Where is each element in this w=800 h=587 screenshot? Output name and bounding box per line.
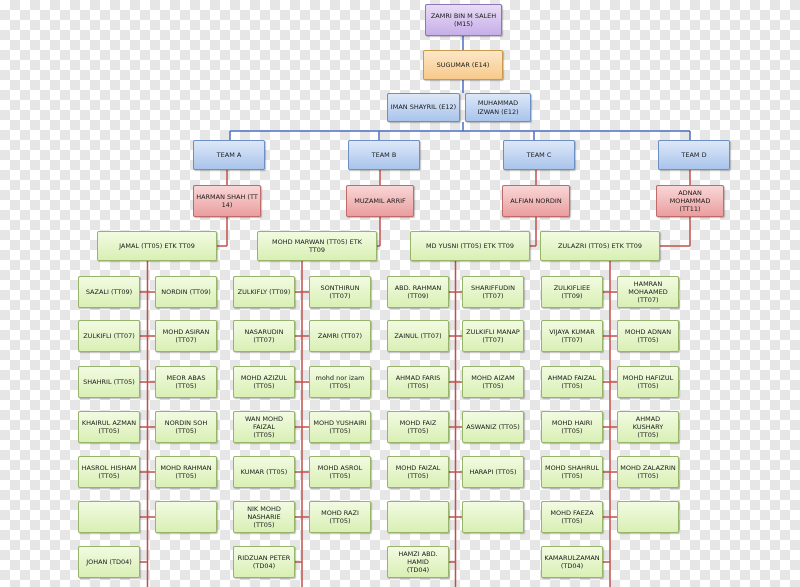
member-box: SHAHRIL (TT05) (78, 366, 140, 398)
team-leader-box: ADNAN MOHAMMAD (TT11) (656, 185, 724, 217)
team-leader-box: ALFIAN NORDIN (502, 185, 570, 217)
member-box (617, 501, 679, 533)
member-box: ABD. RAHMAN (TT09) (387, 276, 449, 308)
member-box: ZULKIFLY (TT09) (233, 276, 295, 308)
supervisor-box: JAMAL (TT05) ETK TT09 (97, 231, 217, 261)
member-box (462, 501, 524, 533)
member-box (387, 501, 449, 533)
member-box: HAMRAN MOHAAMED (TT07) (617, 276, 679, 308)
member-box: MOHD RAZI (TT05) (309, 501, 371, 533)
assistant-box: MUHAMMAD IZWAN (E12) (465, 93, 531, 122)
member-box: MEOR ABAS (TT05) (155, 366, 217, 398)
member-box: ZULKIFLI (TT07) (78, 320, 140, 352)
ceo-box: ZAMRI BIN M SALEH (M15) (425, 4, 502, 36)
member-box: SAZALI (TT09) (78, 276, 140, 308)
member-box: MOHD HAFIZUL (TT05) (617, 366, 679, 398)
member-box: ZAMRI (TT07) (309, 320, 371, 352)
manager-box: SUGUMAR (E14) (423, 50, 503, 80)
member-box: MOHD FAIZAL (TT05) (387, 456, 449, 488)
team-box: TEAM B (348, 140, 420, 170)
member-box: MOHD AZIZUL (TT05) (233, 366, 295, 398)
supervisor-box: MOHD MARWAN (TT05) ETK TT09 (257, 231, 377, 261)
member-box: MOHD ASROL (TT05) (309, 456, 371, 488)
member-box: MOHD FAIZ (TT05) (387, 411, 449, 443)
member-box: MOHD YUSHAIRI (TT05) (309, 411, 371, 443)
member-box: ASWANIZ (TT05) (462, 411, 524, 443)
member-box: MOHD ADNAN (TT05) (617, 320, 679, 352)
member-box: mohd nor izam (TT05) (309, 366, 371, 398)
member-box: MOHD AIZAM (TT05) (462, 366, 524, 398)
member-box: NASARUDIN (TT07) (233, 320, 295, 352)
member-box: MOHD SHAHRUL (TT05) (541, 456, 603, 488)
member-box: HASROL HISHAM (TT05) (78, 456, 140, 488)
member-box: MOHD ZALAZRIN (TT05) (617, 456, 679, 488)
member-box (155, 501, 217, 533)
member-box: SHARIFFUDIN (TT07) (462, 276, 524, 308)
member-box: AHMAD KUSHARY (TT05) (617, 411, 679, 443)
member-box: WAN MOHD FAIZAL (TT05) (233, 411, 295, 443)
member-box: AHMAD FAIZAL (TT05) (541, 366, 603, 398)
member-box: RIDZUAN PETER (TD04) (233, 546, 295, 578)
member-box: HARAPI (TT05) (462, 456, 524, 488)
member-box: ZULKIFLIEE (TT09) (541, 276, 603, 308)
member-box: VIJAYA KUMAR (TT07) (541, 320, 603, 352)
member-box: NIK MOHD NASHARIE (TT05) (233, 501, 295, 533)
team-box: TEAM A (193, 140, 265, 170)
member-box: ZULKIFLI MANAP (TT07) (462, 320, 524, 352)
team-leader-box: MUZAMIL ARRIF (346, 185, 414, 217)
team-box: TEAM D (658, 140, 730, 170)
member-box: MOHD FAEZA (TT05) (541, 501, 603, 533)
member-box: MOHD HAIRI (TT05) (541, 411, 603, 443)
member-box (78, 501, 140, 533)
member-box: ZAINUL (TT07) (387, 320, 449, 352)
member-box: MOHD RAHMAN (TT05) (155, 456, 217, 488)
member-box: KHAIRUL AZMAN (TT05) (78, 411, 140, 443)
assistant-box: IMAN SHAYRIL (E12) (387, 93, 460, 122)
member-box: JOHAN (TD04) (78, 546, 140, 578)
team-leader-box: HARMAN SHAH (TT 14) (193, 185, 261, 217)
member-box: NORDIN SOH (TT05) (155, 411, 217, 443)
member-box: NORDIN (TT09) (155, 276, 217, 308)
member-box: AHMAD FARIS (TT05) (387, 366, 449, 398)
supervisor-box: MD YUSNI (TT05) ETK TT09 (410, 231, 530, 261)
member-box: KUMAR (TT05) (233, 456, 295, 488)
supervisor-box: ZULAZRI (TT05) ETK TT09 (540, 231, 660, 261)
team-box: TEAM C (503, 140, 575, 170)
member-box: KAMARULZAMAN (TD04) (541, 546, 603, 578)
member-box: HAMZI ABD. HAMID (TD04) (387, 546, 449, 578)
member-box: SONTHIRUN (TT07) (309, 276, 371, 308)
member-box: MOHD ASIRAN (TT07) (155, 320, 217, 352)
